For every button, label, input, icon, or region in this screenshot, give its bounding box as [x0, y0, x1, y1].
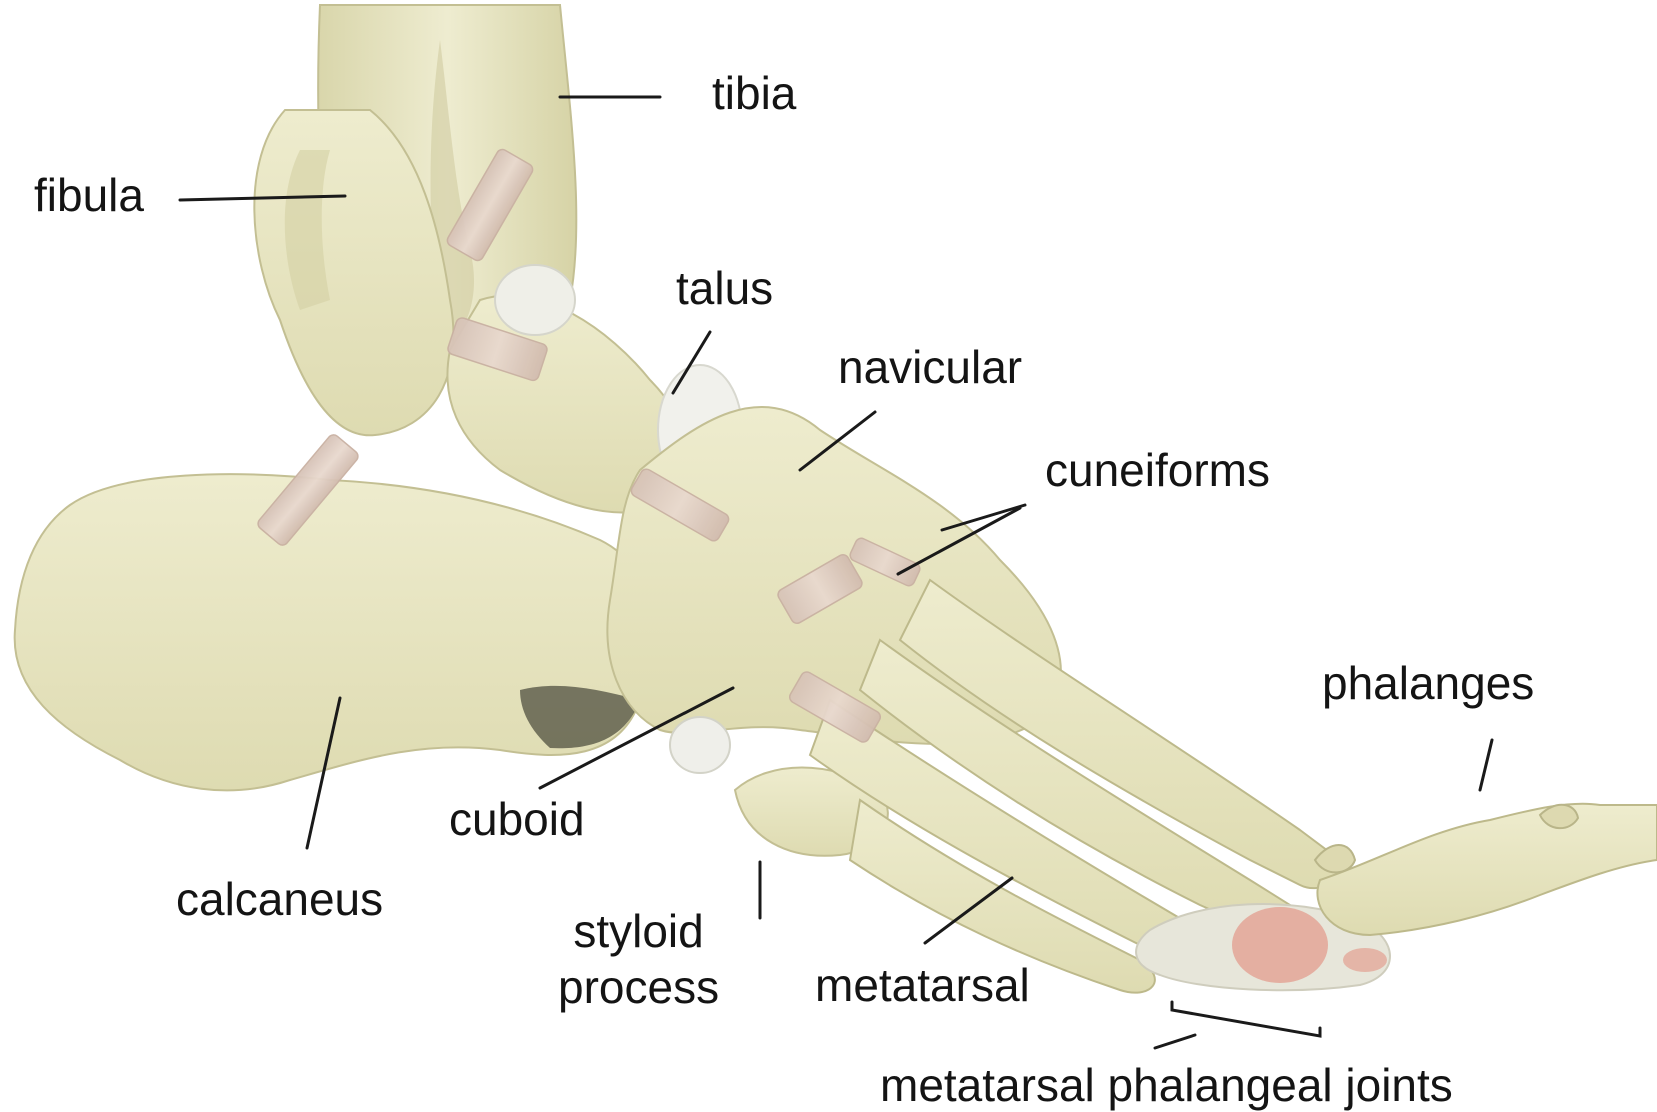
fibula-label: fibula [34, 172, 144, 218]
styloid-process-label: styloid process [558, 903, 719, 1015]
mtp-bracket [1172, 1002, 1320, 1036]
talus-label: talus [676, 265, 773, 311]
cuboid-label: cuboid [449, 796, 585, 842]
phalanges-leader [1480, 740, 1492, 790]
mtp-joint-pink-2 [1343, 948, 1387, 972]
styloid-label-line2: process [558, 959, 719, 1015]
cuboid-cartilage [670, 717, 730, 773]
navicular-label: navicular [838, 344, 1022, 390]
metatarsal-label: metatarsal [815, 962, 1030, 1008]
mtp-joints-label: metatarsal phalangeal joints [880, 1062, 1453, 1108]
phalanges-label: phalanges [1322, 660, 1534, 706]
tibia-label: tibia [712, 70, 796, 116]
styloid-label-line1: styloid [558, 903, 719, 959]
calcaneus-label: calcaneus [176, 876, 383, 922]
mtp-joint-pink-1 [1232, 907, 1328, 983]
talus-dome-cartilage [495, 265, 575, 335]
phalanges-bone [1317, 804, 1657, 935]
mtp-leader-diagonal [1155, 1035, 1195, 1048]
cuneiforms-label: cuneiforms [1045, 447, 1270, 493]
